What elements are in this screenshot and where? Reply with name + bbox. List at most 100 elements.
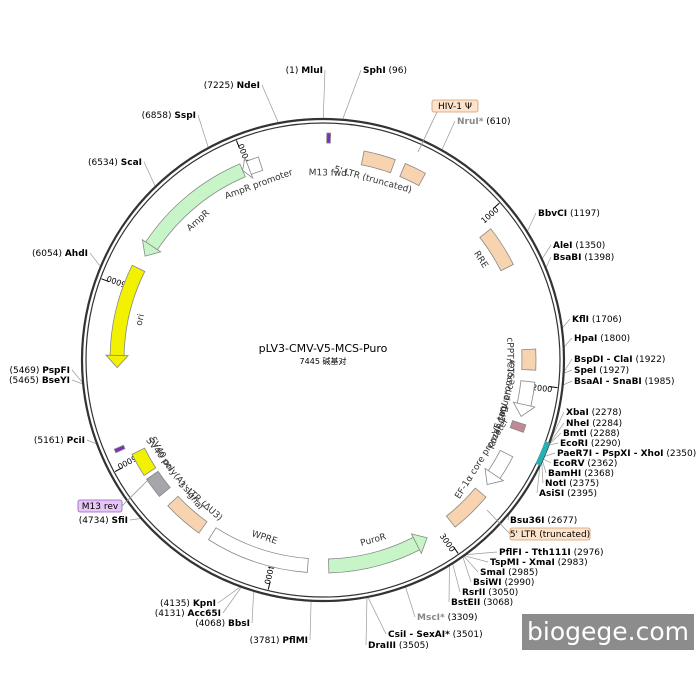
site-sfii: (4734) SfiI [79,516,128,526]
tick-mark [549,386,558,389]
site-text: (4068) BbsI [195,619,250,629]
feature-rre [479,228,514,272]
site-text: (4131) Acc65I [155,609,221,619]
watermark-logo: biogege.com [522,614,694,650]
site-text: EcoRV (2362) [553,459,617,469]
site-text: RsrII (3050) [462,588,518,598]
feature-cppt-cts [521,348,537,371]
site-text: TspMI - XmaI (2983) [490,558,588,568]
feature-3-ltr-u3- [167,495,208,534]
site-bseyi: (5465) BseYI [9,376,70,386]
feature-m13-fwd [326,132,332,144]
feature-glyphs [105,132,550,574]
site-text: (6054) AhdI [32,249,88,259]
restriction-site-labels: SphI (96)NruI* (610)BbvCI (1197)AleI (13… [9,66,696,651]
boxed-label-text: HIV-1 Ψ [438,102,472,112]
site-leader [562,380,573,386]
site-text: BbvCI (1197) [538,209,600,219]
feature-label: ori [135,313,147,327]
site-csii-sexai-: CsiI - SexAI* (3501) [388,630,483,640]
site-leader [261,84,279,124]
boxed-label-leader [121,472,156,507]
boxed-label-bg [509,527,591,541]
tick-mark [493,202,500,209]
site-bmti: BmtI (2288) [563,429,620,439]
feature-label: RRE [471,250,489,271]
site-sspi: (6858) SspI [142,111,196,121]
backbone-inner-circle [85,122,561,598]
feature-ori [105,264,146,369]
site-text: (6858) SspI [142,111,196,121]
site-leader [542,458,552,464]
site-rsrii: RsrII (3050) [462,588,518,598]
tick-mark [235,140,240,149]
site-text: CsiI - SexAI* (3501) [388,630,483,640]
site-text: HpaI (1800) [574,334,630,344]
site-leader [71,379,84,385]
site-text: DraIII (3505) [368,641,429,651]
site-text: NotI (2375) [545,479,599,489]
site-leader [563,369,573,374]
tick-label: 1000 [479,205,500,225]
site-leader [463,555,489,563]
feature-sv40-poly-a-signal [145,470,171,497]
site-leader [543,452,556,457]
site-tspmi-xmai: TspMI - XmaI (2983) [490,558,588,568]
boxed-label-text: 5' LTR (truncated) [510,530,590,540]
site-asisi: AsiSI (2395) [539,489,597,499]
site-leader [405,586,416,618]
site-text: BstEII (3068) [451,598,513,608]
site-leader [548,432,562,446]
tick-label: 2000 [532,383,553,394]
tick-mark [453,546,459,554]
site-leader [89,252,102,268]
site-spei: SpeI (1927) [574,366,629,376]
site-text: (7225) NdeI [204,81,260,91]
site-leader [563,358,573,373]
site-text: NruI* (610) [457,117,511,127]
feature-label: M13 fwd [309,168,347,179]
site-leader [541,461,544,484]
feature-puror [328,533,428,574]
site-pflfi-tth111i: PflFI - Tth111I (2976) [499,548,604,558]
site-leader [464,551,498,556]
site-noti: NotI (2375) [545,479,599,489]
site-text: AsiSI (2395) [539,489,597,499]
site-bsu36i: Bsu36I (2677) [510,516,577,526]
site-text: BsiWI (2990) [473,578,534,588]
site-text: (3781) PflMI [250,636,308,646]
site-text: (4135) KpnI [160,599,216,609]
site-leader [251,590,255,624]
feature-label: cPPT/CTS [504,337,514,379]
boxed-feature-labels: HIV-1 Ψ5' LTR (truncated)M13 rev [77,99,591,541]
site-text: (1) MluI [286,66,323,76]
feature-cmv-promoter [512,380,536,418]
site-ecorv: EcoRV (2362) [553,459,617,469]
site-paer7i-pspxi-xhoi: PaeR7I - PspXI - XhoI (2350) [557,449,696,459]
site-text: BmtI (2288) [563,429,620,439]
tick-mark [267,581,271,590]
site-leader [441,120,456,151]
site-leader [541,459,547,474]
site-pflmi: (3781) PflMI [250,636,308,646]
site-text: SpeI (1927) [574,366,629,376]
feature-label: WPRE [250,529,278,547]
site-text: (5469) PspFI [9,366,70,376]
site-pspfi: (5469) PspFI [9,366,70,376]
site-kpni: (4135) KpnI [160,599,216,609]
site-leader [367,596,387,635]
site-leader [545,256,552,269]
site-text: (4734) SfiI [79,516,128,526]
site-text: (6534) ScaI [88,158,142,168]
site-text: KflI (1706) [572,315,622,325]
site-leader [548,442,559,446]
site-text: MscI* (3309) [417,613,478,623]
site-leader-lines [71,69,573,646]
boxed-label-bg [77,499,123,513]
site-leader [561,318,571,329]
site-text: (5465) BseYI [9,376,70,386]
site-kfli: KflI (1706) [572,315,622,325]
site-scai: (6534) ScaI [88,158,142,168]
site-nrui-: NruI* (610) [457,117,511,127]
boxed-label-bg [431,99,479,113]
